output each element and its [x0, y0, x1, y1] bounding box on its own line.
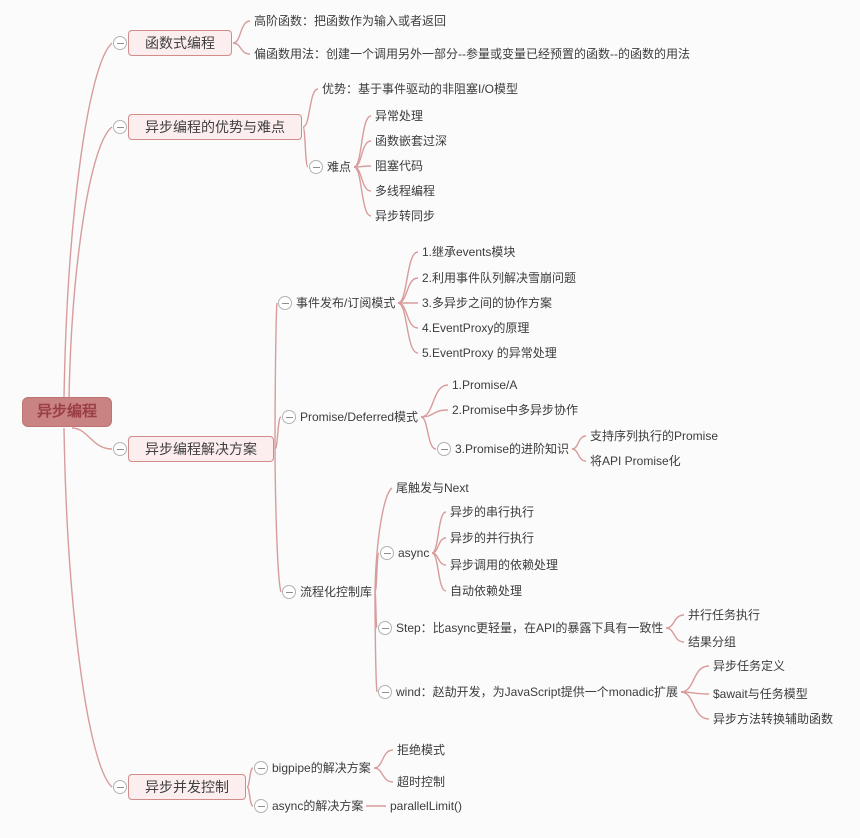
collapse-toggle-minus-icon[interactable] [254, 799, 268, 813]
branch-edge [420, 409, 449, 418]
text-node-eventproxy-exception[interactable]: 5.EventProxy 的异常处理 [422, 346, 557, 360]
text-node-bigpipe-solution[interactable]: bigpipe的解决方案 [272, 761, 371, 775]
collapse-toggle-minus-icon[interactable] [282, 585, 296, 599]
branch-edge [232, 20, 251, 44]
text-node-async-solution[interactable]: async的解决方案 [272, 799, 364, 813]
text-node-difficulties[interactable]: 难点 [327, 160, 352, 174]
topic-node-pros-cons[interactable]: 异步编程的优势与难点 [128, 114, 302, 140]
branch-edge [665, 614, 685, 629]
text-node-advantage[interactable]: 优势：基于事件驱动的非阻塞I/O模型 [322, 82, 519, 96]
collapse-toggle-minus-icon[interactable] [113, 780, 127, 794]
branch-edge [274, 448, 282, 593]
branch-edge [420, 416, 437, 450]
branch-edge [232, 42, 251, 55]
text-node-tail-trigger[interactable]: 尾触发与Next [396, 481, 469, 495]
text-node-promise-advanced[interactable]: 3.Promise的进阶知识 [455, 442, 570, 456]
collapse-toggle-minus-icon[interactable] [437, 442, 451, 456]
branch-edge [353, 166, 372, 217]
branch-edge [571, 448, 587, 462]
topic-node-solutions[interactable]: 异步编程解决方案 [128, 436, 274, 462]
branch-edge [374, 487, 393, 593]
text-node-async-to-sync[interactable]: 异步转同步 [375, 209, 436, 223]
text-node-partial-fn[interactable]: 偏函数用法：创建一个调用另外一部分--参量或变量已经预置的函数--的函数的用法 [254, 47, 690, 61]
text-node-promise-deferred[interactable]: Promise/Deferred模式 [300, 410, 419, 424]
branch-edge [274, 302, 278, 450]
text-node-parallel-tasks[interactable]: 并行任务执行 [688, 608, 761, 622]
text-node-promise-a[interactable]: 1.Promise/A [452, 378, 518, 392]
branch-edge [397, 302, 419, 354]
collapse-toggle-minus-icon[interactable] [113, 120, 127, 134]
text-node-multi-async-coop[interactable]: 3.多异步之间的协作方案 [422, 296, 553, 310]
text-node-flow-control[interactable]: 流程化控制库 [300, 585, 373, 599]
text-node-promise-multi-async[interactable]: 2.Promise中多异步协作 [452, 403, 579, 417]
root-node-root[interactable]: 异步编程 [22, 397, 113, 427]
branch-edge [373, 767, 394, 783]
branch-edge [397, 251, 419, 304]
branch-edge [680, 665, 710, 693]
branch-edge [274, 416, 282, 450]
text-node-multithreading[interactable]: 多线程编程 [375, 184, 436, 198]
collapse-toggle-minus-icon[interactable] [378, 685, 392, 699]
branch-edge [68, 126, 113, 400]
branch-edge [63, 42, 113, 400]
text-node-sequential-promise[interactable]: 支持序列执行的Promise [590, 429, 719, 443]
text-node-async-task-def[interactable]: 异步任务定义 [713, 659, 786, 673]
text-node-parallel-limit[interactable]: parallelLimit() [390, 799, 463, 813]
topic-node-functional[interactable]: 函数式编程 [128, 30, 232, 56]
topic-node-concurrency[interactable]: 异步并发控制 [128, 774, 246, 800]
collapse-toggle-minus-icon[interactable] [378, 621, 392, 635]
collapse-toggle-minus-icon[interactable] [309, 160, 323, 174]
text-node-higher-order-fn[interactable]: 高阶函数：把函数作为输入或者返回 [254, 14, 447, 28]
branch-edge [680, 691, 710, 720]
text-node-result-grouping[interactable]: 结果分组 [688, 635, 737, 649]
text-node-dependency-handling[interactable]: 异步调用的依赖处理 [450, 558, 559, 572]
collapse-toggle-minus-icon[interactable] [278, 296, 292, 310]
text-node-await-task-model[interactable]: $await与任务模型 [713, 687, 808, 701]
text-node-exception-handling[interactable]: 异常处理 [375, 109, 424, 123]
branch-edge [353, 140, 372, 168]
text-node-auto-dependency[interactable]: 自动依赖处理 [450, 584, 523, 598]
text-node-timeout-control[interactable]: 超时控制 [397, 775, 446, 789]
branch-edge [302, 88, 319, 128]
branch-edge [373, 749, 394, 769]
text-node-promisify-api[interactable]: 将API Promise化 [590, 454, 681, 468]
text-node-event-queue[interactable]: 2.利用事件队列解决雪崩问题 [422, 271, 577, 285]
collapse-toggle-minus-icon[interactable] [282, 410, 296, 424]
text-node-deep-nesting[interactable]: 函数嵌套过深 [375, 134, 448, 148]
branch-edge [63, 427, 113, 788]
branch-edge [397, 277, 419, 304]
text-node-eventproxy-principle[interactable]: 4.EventProxy的原理 [422, 321, 530, 335]
text-node-blocking-code[interactable]: 阻塞代码 [375, 159, 424, 173]
branch-edge [374, 552, 380, 593]
branch-edge [431, 511, 447, 554]
branch-edge [571, 435, 587, 450]
collapse-toggle-minus-icon[interactable] [380, 546, 394, 560]
text-node-parallel-exec[interactable]: 异步的并行执行 [450, 531, 535, 545]
collapse-toggle-minus-icon[interactable] [254, 761, 268, 775]
text-node-inherit-events[interactable]: 1.继承events模块 [422, 245, 516, 259]
text-node-async-lib[interactable]: async [398, 546, 430, 560]
text-node-async-helper-fn[interactable]: 异步方法转换辅助函数 [713, 712, 834, 726]
branch-edge [420, 384, 449, 418]
text-node-reject-mode[interactable]: 拒绝模式 [397, 743, 446, 757]
branch-edge [246, 786, 254, 807]
branch-edge [374, 591, 378, 693]
branch-edge [302, 126, 309, 168]
branch-edge [397, 302, 419, 329]
text-node-step-lib[interactable]: Step：比async更轻量，在API的暴露下具有一致性 [396, 621, 664, 635]
branch-edge [71, 427, 113, 450]
text-node-pubsub[interactable]: 事件发布/订阅模式 [296, 296, 396, 310]
branch-edge [665, 627, 685, 643]
collapse-toggle-minus-icon[interactable] [113, 36, 127, 50]
text-node-serial-exec[interactable]: 异步的串行执行 [450, 505, 535, 519]
text-node-wind-lib[interactable]: wind：赵劼开发，为JavaScript提供一个monadic扩展 [396, 685, 679, 699]
collapse-toggle-minus-icon[interactable] [113, 442, 127, 456]
branch-edge [431, 552, 447, 592]
branch-edge [246, 767, 254, 788]
